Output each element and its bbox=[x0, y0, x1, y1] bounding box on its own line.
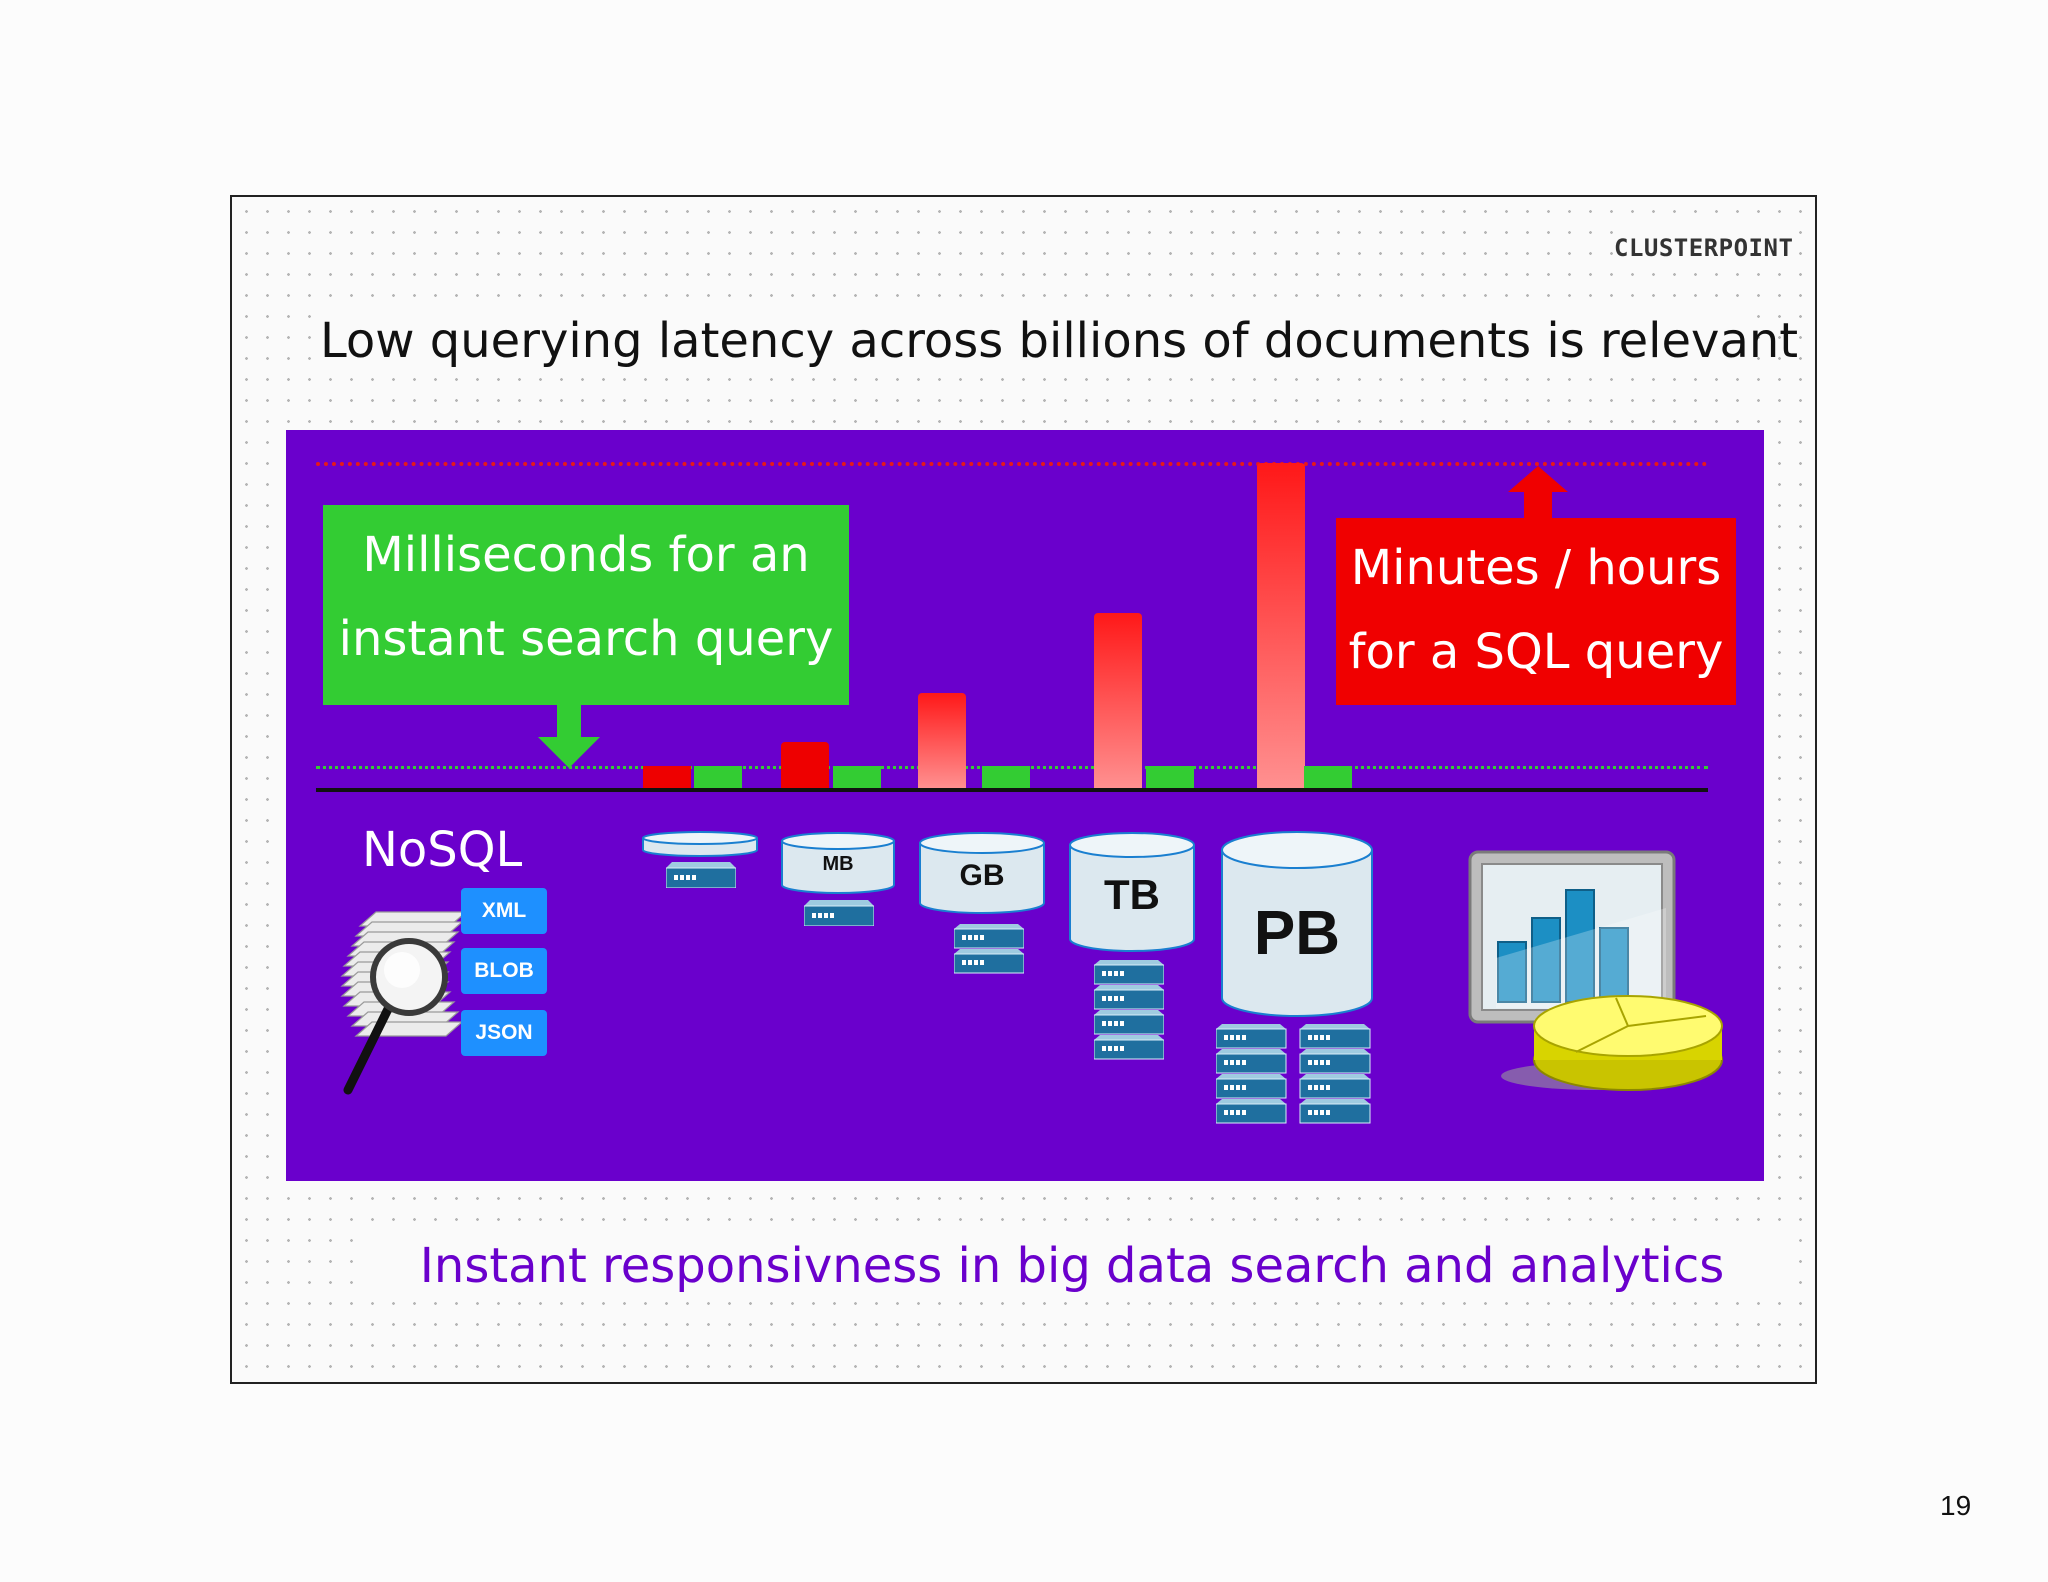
slide-title: Low querying latency across billions of … bbox=[320, 305, 1798, 377]
server-stack-icon bbox=[1216, 1024, 1371, 1124]
server-stack-icon bbox=[1094, 960, 1164, 1060]
latency-illustration: Milliseconds for an instant search query… bbox=[286, 430, 1764, 1181]
database-tb: TB bbox=[1068, 831, 1196, 953]
nosql-bar-kb bbox=[694, 766, 742, 788]
database-icon bbox=[1221, 831, 1373, 1017]
sql-bar-mb bbox=[781, 742, 829, 788]
page-number: 19 bbox=[1940, 1490, 1972, 1521]
blob-tag: BLOB bbox=[461, 948, 547, 994]
database-icon bbox=[919, 832, 1045, 914]
sql-bar-kb bbox=[643, 766, 691, 788]
nosql-bar-mb bbox=[833, 766, 881, 788]
arrow-up-icon bbox=[1508, 466, 1568, 522]
nosql-bar-pb bbox=[1304, 766, 1352, 788]
nosql-bar-tb bbox=[1146, 766, 1194, 788]
minutes-hours-callout: Minutes / hours for a SQL query bbox=[1336, 518, 1736, 705]
database-icon bbox=[1069, 832, 1195, 952]
json-tag: JSON bbox=[461, 1010, 547, 1056]
gb-label: GB bbox=[959, 859, 1005, 892]
minutes-hours-callout-line1: Minutes / hours bbox=[1350, 540, 1722, 596]
mb-label: MB bbox=[822, 853, 854, 875]
server-icon bbox=[666, 862, 736, 888]
server-stack-icon bbox=[954, 924, 1024, 974]
milliseconds-callout-line2: instant search query bbox=[338, 611, 834, 667]
server-icon bbox=[804, 900, 874, 926]
database-pb: PB bbox=[1220, 828, 1374, 1020]
minutes-hours-callout-line2: for a SQL query bbox=[1348, 624, 1724, 680]
baseline bbox=[316, 788, 1708, 792]
sql-bar-tb bbox=[1094, 613, 1142, 788]
milliseconds-callout-line1: Milliseconds for an bbox=[362, 527, 810, 583]
sql-latency-threshold-line bbox=[316, 462, 1708, 466]
database-icon bbox=[642, 831, 758, 857]
database-gb: GB bbox=[918, 831, 1046, 915]
milliseconds-callout: Milliseconds for an instant search query bbox=[323, 505, 849, 705]
slide: CLUSTERPOINT Low querying latency across… bbox=[230, 195, 1817, 1384]
xml-tag: XML bbox=[461, 888, 547, 934]
arrow-down-icon bbox=[538, 705, 600, 768]
tb-label: TB bbox=[1104, 871, 1160, 918]
slide-subtitle: Instant responsivness in big data search… bbox=[362, 1230, 1782, 1302]
sql-bar-gb bbox=[918, 693, 966, 788]
nosql-label: NoSQL bbox=[362, 822, 523, 878]
sql-bar-pb bbox=[1257, 463, 1305, 788]
clusterpoint-logo: CLUSTERPOINT bbox=[1614, 231, 1793, 265]
document-search-icon bbox=[340, 911, 468, 1095]
database-mb: MB bbox=[780, 831, 896, 895]
pb-label: PB bbox=[1253, 899, 1341, 968]
nosql-bar-gb bbox=[982, 766, 1030, 788]
analytics-icon bbox=[1468, 850, 1723, 1091]
database-icon bbox=[781, 832, 895, 894]
